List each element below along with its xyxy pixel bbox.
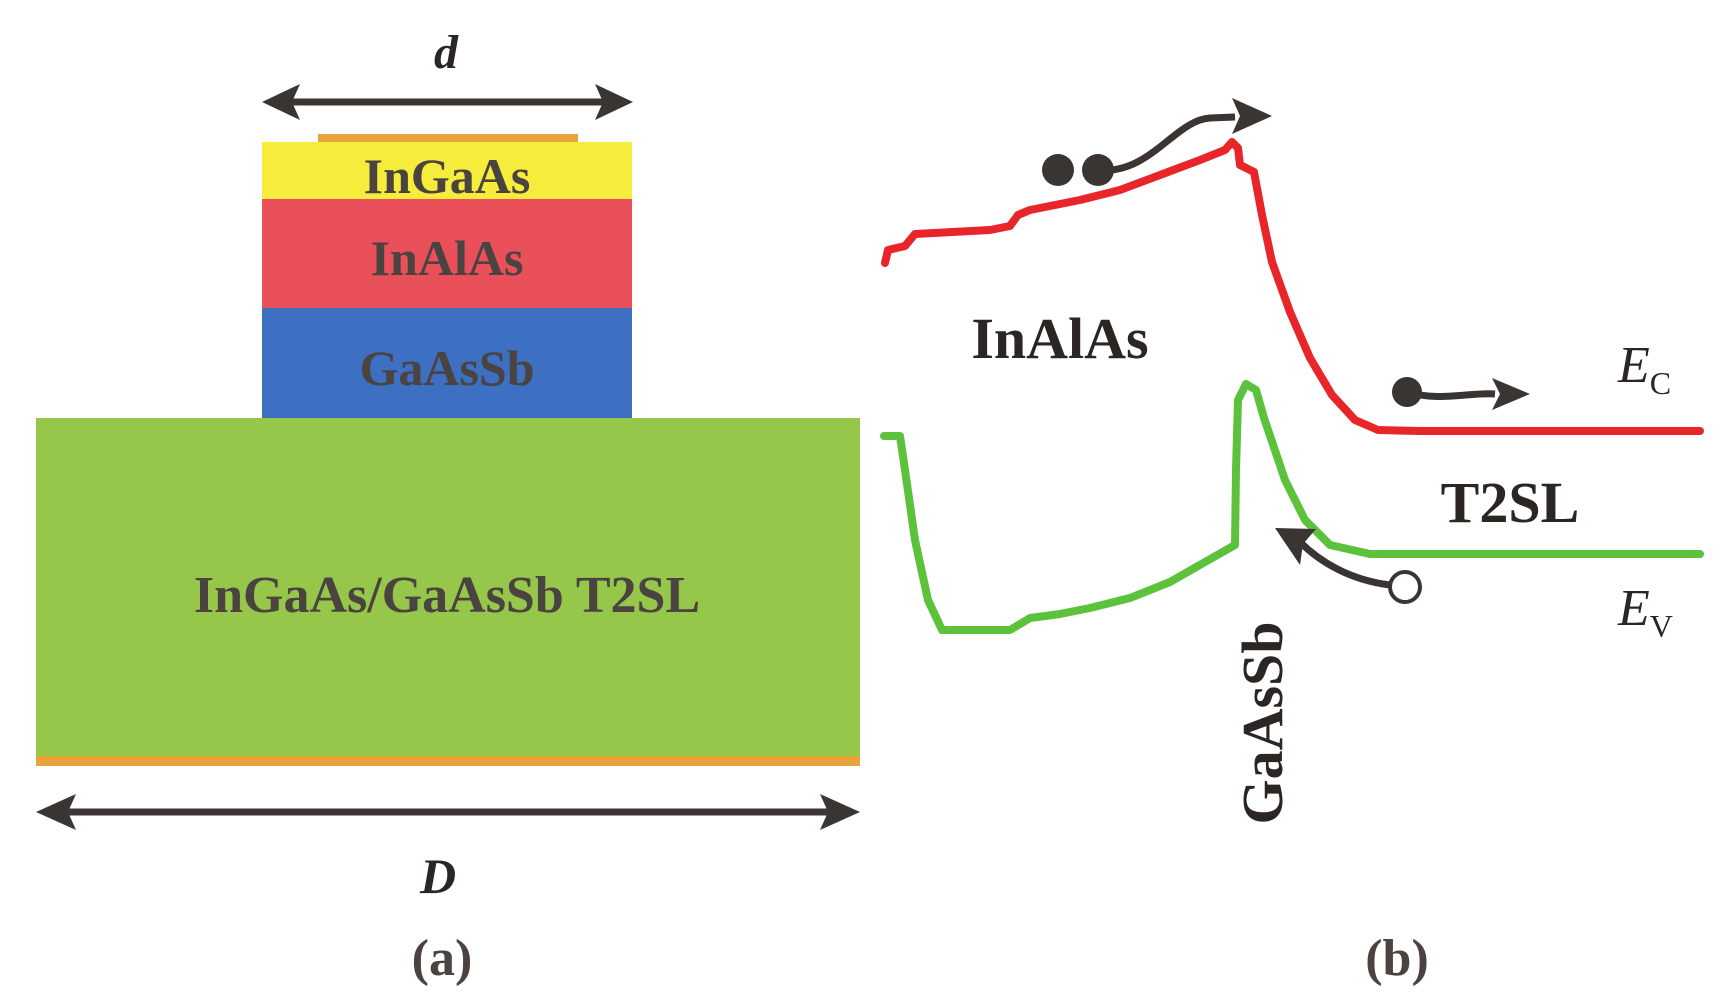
bottom-contact (36, 756, 860, 766)
gaassb-region-label: GaAsSb (1230, 621, 1295, 824)
conduction-band-subscript: C (1650, 365, 1671, 401)
valence-band-subscript: V (1650, 608, 1673, 644)
substrate-width-arrow (36, 794, 860, 830)
inalas-region-label: InAlAs (971, 306, 1148, 371)
mesa-width-arrow (262, 84, 633, 120)
hole-transport-arrow (1297, 539, 1391, 589)
valence-band-line (880, 380, 1704, 634)
conduction-band-line (881, 138, 1704, 435)
ingaas-layer-label: InGaAs (364, 148, 531, 204)
gaassb-layer (262, 308, 632, 418)
gaassb-layer-label: GaAsSb (359, 340, 534, 396)
electron-transport-arrow (1097, 113, 1236, 174)
ingaas-layer (262, 142, 632, 199)
panel-a-caption: (a) (412, 930, 473, 987)
conduction-band-label: EC (1617, 337, 1671, 401)
conduction-band-symbol: E (1617, 337, 1650, 394)
electron-dot (1042, 154, 1074, 186)
t2sl-substrate-label: InGaAs/GaAsSb T2SL (194, 567, 700, 624)
mesa-width-label: d (434, 26, 459, 79)
t2sl-electron-arrowhead (1492, 378, 1530, 410)
valence-band-symbol: E (1617, 580, 1650, 637)
valence-band-label: EV (1617, 580, 1673, 644)
t2sl-substrate (36, 418, 860, 756)
inalas-layer (262, 199, 632, 308)
hole-transport-arrowhead (1275, 528, 1316, 565)
panel-b-caption: (b) (1365, 930, 1429, 987)
panel-a: d InGaAs InAlAs GaAsSb InGaAs/GaAsSb T2S… (36, 26, 860, 987)
panel-b: InAlAs T2SL GaAsSb EC EV (b) (880, 98, 1704, 987)
hole-dot (1388, 570, 1422, 604)
t2sl-electron-arrow (1405, 388, 1496, 400)
top-contact (318, 134, 578, 142)
t2sl-region-label: T2SL (1441, 470, 1580, 535)
substrate-width-label: D (419, 848, 456, 904)
inalas-layer-label: InAlAs (371, 230, 524, 286)
electron-transport-arrowhead (1232, 98, 1272, 134)
